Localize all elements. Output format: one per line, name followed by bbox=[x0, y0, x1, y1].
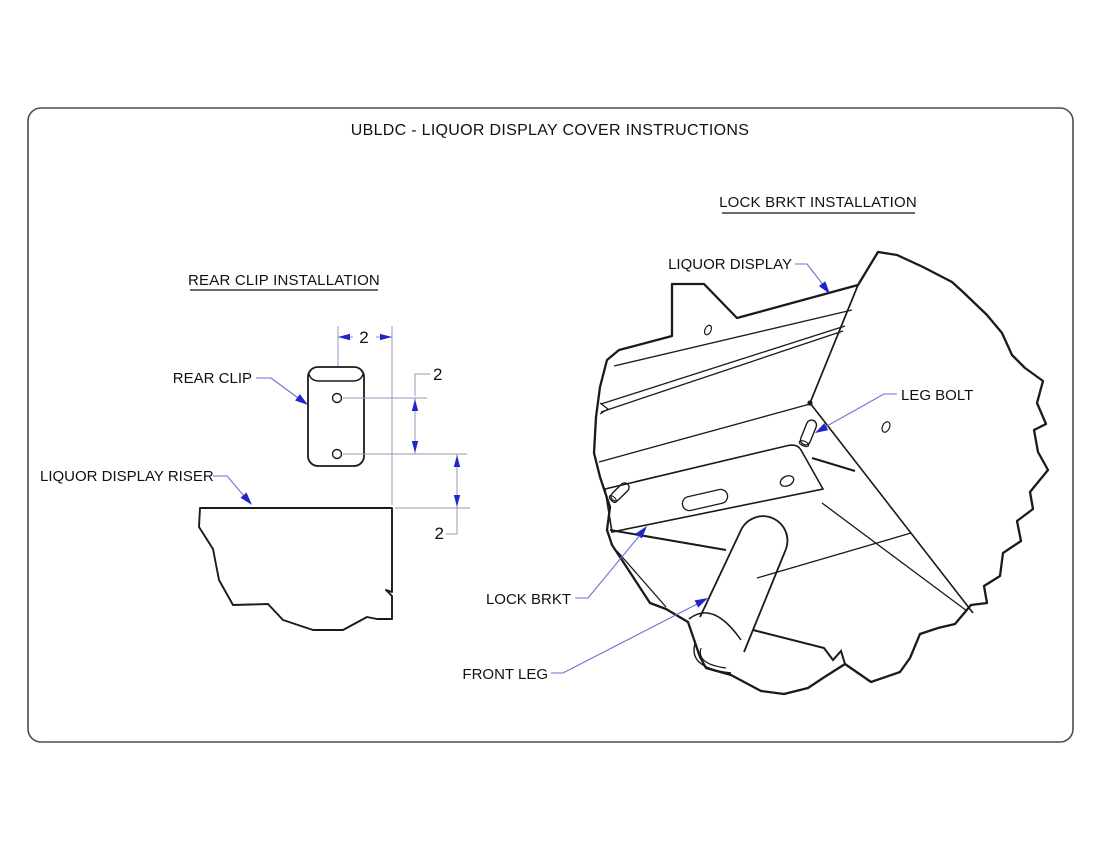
label-leg-bolt: LEG BOLT bbox=[901, 387, 973, 404]
label-front-leg: FRONT LEG bbox=[462, 666, 548, 683]
label-rear-clip: REAR CLIP bbox=[173, 370, 252, 387]
display-panel-edge bbox=[821, 502, 968, 612]
front-leg-cap bbox=[741, 515, 789, 550]
front-leg-foot bbox=[688, 612, 742, 641]
display-panel-edge bbox=[809, 402, 974, 614]
leader-leg-bolt bbox=[817, 393, 897, 432]
dimension-arrows bbox=[338, 333, 461, 507]
screw-hole bbox=[703, 324, 713, 336]
arrow-up-icon bbox=[411, 399, 419, 411]
display-bottom-edge-notch bbox=[752, 629, 846, 665]
leader-liquor-display bbox=[795, 263, 829, 292]
lock-brkt-leader-arrows bbox=[635, 281, 830, 608]
display-edge-wedge bbox=[599, 402, 610, 415]
dimension-lines bbox=[337, 326, 470, 535]
arrow-leader-icon bbox=[818, 281, 830, 294]
display-shelf-edge bbox=[598, 403, 811, 463]
display-edges bbox=[598, 284, 974, 665]
rear-clip-hole-bottom bbox=[331, 448, 343, 460]
arrow-down-icon bbox=[453, 495, 461, 507]
lock-brkt-view-header: LOCK BRKT INSTALLATION bbox=[719, 194, 917, 211]
lock-brkt-leaders bbox=[551, 263, 897, 674]
front-leg-fillet bbox=[693, 643, 732, 674]
arrow-left-icon bbox=[338, 333, 350, 341]
display-break-boundary bbox=[592, 250, 1050, 696]
display-panel-edge bbox=[756, 532, 912, 579]
leader-lock-brkt bbox=[575, 528, 646, 599]
dim-elbow-hole-spacing bbox=[414, 373, 430, 396]
front-leg-drawing bbox=[688, 515, 789, 674]
lock-brkt-drawing bbox=[604, 444, 825, 533]
label-liquor-display: LIQUOR DISPLAY bbox=[668, 256, 792, 273]
front-leg-edge bbox=[699, 527, 743, 618]
leader-rear-clip bbox=[256, 377, 306, 404]
arrow-leader-icon bbox=[694, 598, 708, 608]
leader-front-leg bbox=[551, 599, 706, 674]
rear-clip-drawing bbox=[307, 366, 365, 467]
rear-clip-outline bbox=[307, 366, 365, 467]
sheet-border bbox=[27, 107, 1074, 743]
corner-point bbox=[807, 400, 813, 406]
rear-clip-view: REAR CLIP INSTALLATION bbox=[40, 272, 470, 631]
arrow-leader-icon bbox=[295, 394, 308, 405]
rear-clip-leader-arrows bbox=[240, 394, 308, 505]
arrow-right-icon bbox=[380, 333, 392, 341]
dim-value-clip-width: 2 bbox=[359, 328, 368, 347]
arrow-leader-icon bbox=[815, 423, 829, 433]
display-bottom-edge bbox=[609, 529, 727, 551]
leg-bolt bbox=[799, 419, 818, 446]
rear-clip-leaders bbox=[213, 377, 306, 504]
rear-clip-view-header: REAR CLIP INSTALLATION bbox=[188, 272, 380, 289]
label-riser: LIQUOR DISPLAY RISER bbox=[40, 468, 214, 485]
lock-brkt-slot bbox=[681, 488, 729, 512]
screw-hole bbox=[881, 421, 891, 433]
leg-bolt-end bbox=[608, 494, 618, 504]
lock-brkt-plate bbox=[604, 444, 825, 533]
lock-brkt-view: LOCK BRKT INSTALLATION bbox=[462, 194, 1050, 696]
riser-outline bbox=[198, 507, 393, 631]
sheet-title: UBLDC - LIQUOR DISPLAY COVER INSTRUCTION… bbox=[351, 122, 749, 139]
dim-value-hole-spacing: 2 bbox=[433, 365, 442, 384]
arrow-down-icon bbox=[411, 441, 419, 453]
display-shelf-edge bbox=[600, 325, 846, 405]
display-lower-edge bbox=[616, 550, 667, 608]
leg-bolt-drawing bbox=[608, 419, 818, 504]
front-leg-fillet bbox=[699, 647, 727, 669]
display-shelf-edge bbox=[600, 330, 844, 413]
leg-bolt-end bbox=[798, 440, 810, 448]
dim-value-bottom-offset: 2 bbox=[435, 524, 444, 543]
dim-elbow-bottom-offset bbox=[446, 508, 458, 535]
rear-clip-fold-line bbox=[308, 373, 364, 382]
leg-bolt bbox=[610, 482, 630, 502]
rear-clip-hole-top bbox=[331, 392, 343, 404]
display-panel-edge bbox=[811, 457, 856, 472]
front-leg-edge bbox=[743, 548, 787, 653]
arrow-up-icon bbox=[453, 455, 461, 467]
arrow-leader-icon bbox=[240, 492, 252, 505]
display-shelf-edge bbox=[613, 309, 853, 367]
display-corner-ridge bbox=[809, 284, 859, 404]
arrow-leader-icon bbox=[635, 526, 647, 539]
label-lock-brkt: LOCK BRKT bbox=[486, 591, 571, 608]
leader-riser bbox=[213, 475, 251, 504]
lock-brkt-hole bbox=[779, 475, 795, 487]
